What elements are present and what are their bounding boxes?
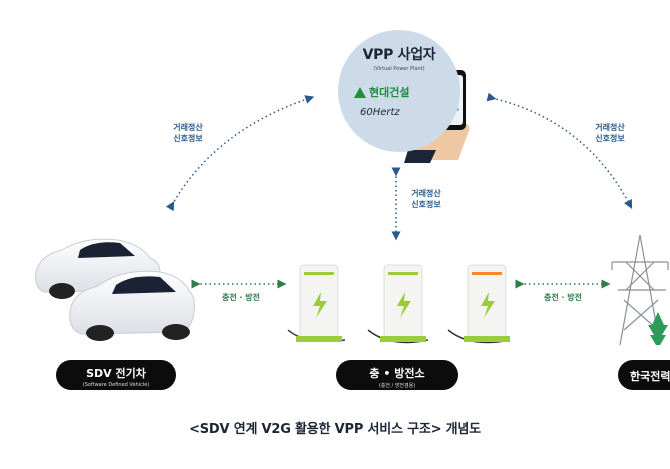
node-sdv-sublabel: (Software Defined Vehicle)	[82, 382, 150, 388]
link-center-line2: 신호정보	[411, 200, 441, 209]
charger-1-icon	[287, 264, 346, 342]
node-station-pill: 충 • 방전소 (충전 / 방전겸용)	[336, 360, 458, 390]
brand-name: 60Hertz	[360, 107, 400, 118]
link-right-arrow	[486, 92, 633, 209]
link-left-line2: 신호정보	[173, 134, 203, 143]
node-station-label: 충 • 방전소	[369, 367, 425, 380]
link-right-line2: 신호정보	[595, 134, 625, 143]
node-sdv-pill: SDV 전기차 (Software Defined Vehicle)	[56, 360, 176, 390]
vpp-title: VPP 사업자	[362, 47, 436, 63]
transmission-tower-icon	[611, 234, 669, 346]
figure-caption: <SDV 연계 V2G 활용한 VPP 서비스 구조> 개념도	[189, 422, 481, 437]
node-station-sublabel: (충전 / 방전겸용)	[378, 383, 416, 389]
link-right-line1: 거래정산	[595, 123, 625, 132]
triangle-logo-icon	[354, 86, 366, 98]
hyundai-logo: 현대건설	[354, 84, 409, 100]
vpp-subtitle: (Virtual Power Plant)	[373, 66, 425, 72]
company-name: 현대건설	[369, 86, 410, 99]
node-sdv-label: SDV 전기차	[86, 367, 146, 380]
link-left-label: 거래정산 신호정보	[158, 122, 218, 144]
charger-2-icon	[367, 264, 429, 344]
charger-3-icon	[447, 264, 511, 344]
flow-left-label: 충전 · 방전	[221, 293, 261, 302]
flow-right-label: 충전 · 방전	[543, 293, 583, 302]
link-center-line1: 거래정산	[411, 189, 441, 198]
car-front-icon	[69, 270, 195, 341]
tree-icon	[648, 312, 668, 345]
link-center-label: 거래정산 신호정보	[398, 188, 454, 210]
link-left-arrow	[165, 95, 315, 212]
link-right-label: 거래정산 신호정보	[580, 122, 640, 144]
node-kepco-pill: 한국전력	[618, 360, 670, 390]
node-kepco-label: 한국전력	[630, 370, 670, 383]
link-left-line1: 거래정산	[173, 123, 203, 132]
